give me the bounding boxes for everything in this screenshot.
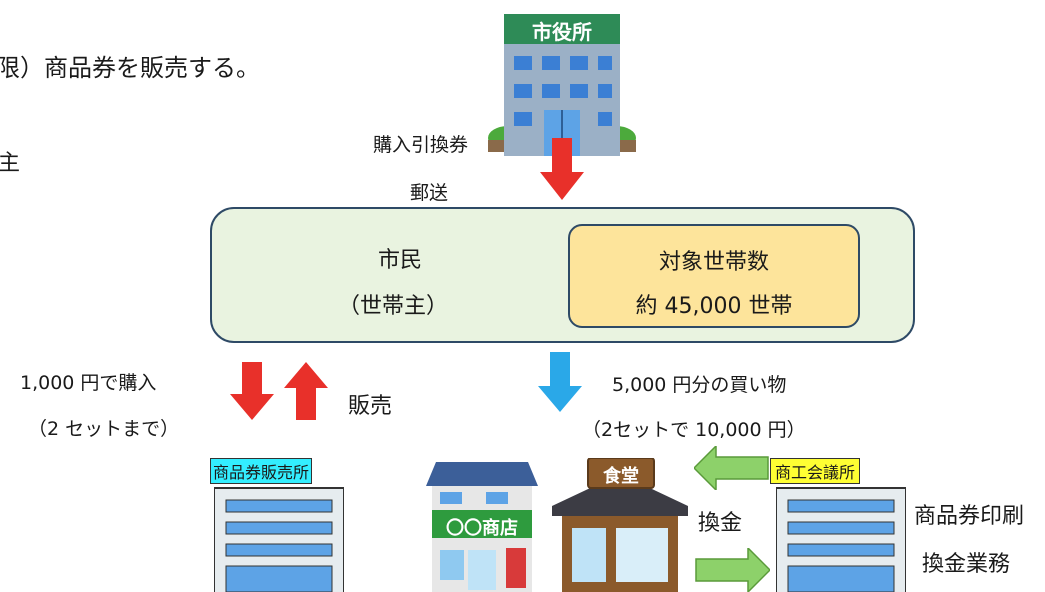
city-hall-sign: 市役所 — [532, 20, 592, 44]
citizen-label: 市民 — [378, 248, 423, 273]
exchange-right-arrow — [695, 548, 770, 592]
diner-sign: 食堂 — [603, 466, 639, 487]
purchase-price-label: 1,000 円で購入 — [20, 372, 157, 394]
sale-label: 販売 — [348, 394, 393, 419]
hall-sign-board — [504, 14, 620, 44]
sales-office-building — [214, 487, 344, 592]
hall-windows — [514, 56, 612, 126]
diner-illustration — [552, 458, 688, 592]
sale-up-arrow — [284, 362, 328, 420]
intro-text-fragment: 主 — [0, 151, 21, 176]
exchange-left-arrow — [694, 446, 769, 490]
shopping-sets-label: （2セットで 10,000 円） — [582, 419, 806, 441]
mail-down-arrow — [540, 138, 584, 200]
general-store-sign: 〇〇商店 — [446, 518, 518, 539]
purchase-limit-label: （2 セットまで） — [28, 418, 180, 440]
target-households-panel — [568, 224, 860, 328]
target-households-value: 約 45,000 世帯 — [635, 294, 793, 319]
chamber-task-printing: 商品券印刷 — [914, 504, 1025, 529]
chamber-building — [776, 487, 906, 592]
citizen-sublabel: （世帯主） — [338, 294, 449, 319]
chamber-tag: 商工会議所 — [770, 458, 861, 484]
general-store-illustration — [426, 462, 538, 592]
mail-label-line2: 郵送 — [410, 182, 449, 204]
chamber-task-exchange: 換金業務 — [922, 552, 1011, 577]
target-households-label: 対象世帯数 — [658, 250, 769, 275]
mail-label-line1: 購入引換券 — [373, 134, 469, 156]
purchase-down-arrow — [230, 362, 274, 420]
sales-office-tag: 商品券販売所 — [210, 458, 313, 484]
exchange-label: 換金 — [698, 511, 743, 536]
shopping-down-arrow — [538, 352, 582, 412]
intro-text: 限）商品券を販売する。 — [0, 54, 260, 82]
city-hall-illustration — [488, 14, 636, 156]
shopping-amount-label: 5,000 円分の買い物 — [612, 374, 787, 396]
